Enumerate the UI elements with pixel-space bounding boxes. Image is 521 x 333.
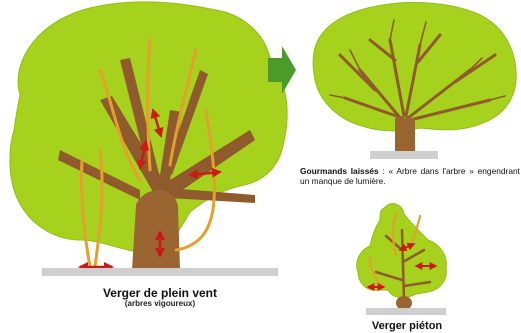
gourmands-tree [313,2,516,159]
big-tree-caption: Verger de plein vent [60,286,260,300]
big-tree [10,2,287,276]
gourmands-tree-ground [370,151,438,159]
pedestrian-tree-caption: Verger piéton [352,320,462,332]
big-tree-ground [42,268,278,276]
big-tree-trunk [132,190,180,270]
pedestrian-tree-ground [366,308,446,315]
big-tree-subcaption: (arbres vigoureux) [60,299,260,308]
pedestrian-tree-trunk [396,296,412,310]
pedestrian-tree [357,204,447,315]
gourmands-caption: Gourmands laissés : « Arbre dans l'arbre… [300,166,520,186]
gourmands-tree-trunk [395,118,415,152]
gourmands-caption-lead: Gourmands laissés [300,166,379,176]
